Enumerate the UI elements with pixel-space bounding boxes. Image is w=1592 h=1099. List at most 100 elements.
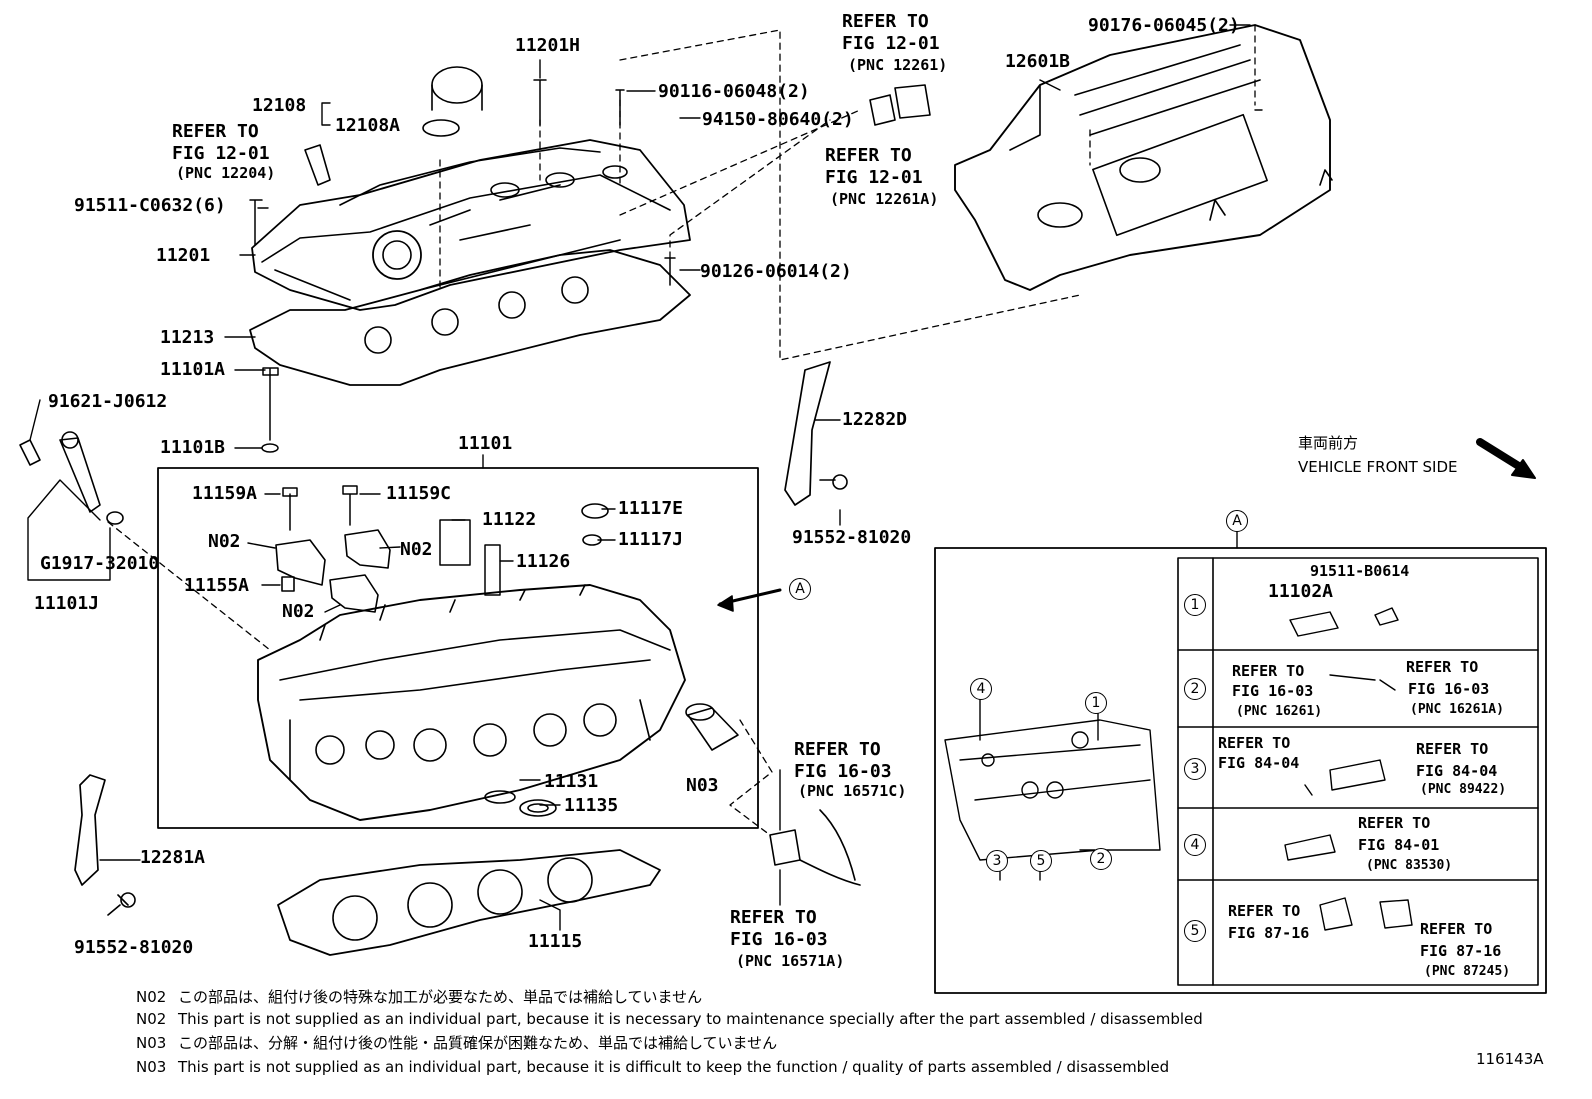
part-91552-right[interactable]: 91552-81020: [792, 527, 912, 548]
detail-marker-4: 4: [970, 678, 992, 700]
head-gasket: [277, 849, 661, 956]
part-12108a[interactable]: 12108A: [335, 115, 401, 136]
row3-right-c[interactable]: (PNC 89422): [1420, 782, 1507, 797]
part-n02-b[interactable]: N02: [400, 539, 433, 560]
ref-5-line1: REFER TO: [730, 907, 817, 928]
detail-marker-3: 3: [986, 850, 1008, 872]
row-5-number: 5: [1184, 920, 1206, 942]
cylinder-head: [257, 584, 686, 821]
cover-gasket: [249, 249, 691, 386]
row-4-number: 4: [1184, 834, 1206, 856]
part-12281a[interactable]: 12281A: [140, 847, 206, 868]
row5-left-a: REFER TO: [1228, 902, 1301, 920]
ref-3-line1: REFER TO: [825, 145, 912, 166]
row5-left-b: FIG 87-16: [1228, 924, 1310, 942]
bearing-caps: [275, 529, 391, 613]
oil-control-valve: [19, 431, 124, 525]
ref-1-pnc[interactable]: (PNC 12204): [176, 164, 276, 182]
row2-left-c[interactable]: (PNC 16261): [1236, 704, 1323, 719]
row-3-number: 3: [1184, 758, 1206, 780]
ref-2-pnc[interactable]: (PNC 12261): [848, 56, 948, 74]
ref-5-line2: FIG 16-03: [730, 929, 828, 950]
part-91511-c0632[interactable]: 91511-C0632(6): [74, 195, 226, 216]
part-g1917[interactable]: G1917-32010: [40, 553, 160, 574]
detail-marker-5: 5: [1030, 850, 1052, 872]
note-code: N03: [136, 1034, 167, 1052]
row2-right-c[interactable]: (PNC 16261A): [1410, 702, 1504, 717]
guide-lines: [107, 24, 1256, 836]
part-n02-a[interactable]: N02: [208, 531, 241, 552]
note-code: N03: [136, 1058, 167, 1076]
part-11122[interactable]: 11122: [482, 509, 537, 530]
vehicle-front-jp: 車両前方: [1298, 434, 1359, 452]
part-11159a[interactable]: 11159A: [192, 483, 258, 504]
row4-right-c[interactable]: (PNC 83530): [1366, 858, 1453, 873]
cylinder-head-cover: [251, 139, 691, 311]
n03-plug: [685, 703, 739, 751]
part-11101j[interactable]: 11101J: [34, 593, 100, 614]
note-text: この部品は、分解・組付け後の性能・品質確保が困難なため、単品では補給していません: [178, 1034, 778, 1052]
part-n03[interactable]: N03: [686, 775, 719, 796]
callout-a-marker[interactable]: A: [789, 578, 811, 600]
part-11101a[interactable]: 11101A: [160, 359, 226, 380]
ring-11117j: [582, 534, 602, 546]
note-code: N02: [136, 1010, 167, 1028]
detail-a-header: A: [1226, 510, 1248, 532]
part-12282d[interactable]: 12282D: [842, 409, 908, 430]
ref-2-line1: REFER TO: [842, 11, 929, 32]
part-11155a[interactable]: 11155A: [184, 575, 250, 596]
ref-5-pnc[interactable]: (PNC 16571A): [736, 952, 845, 970]
detail-parts: [1284, 607, 1413, 931]
ref-1-line2: FIG 12-01: [172, 143, 270, 164]
row5-right-c[interactable]: (PNC 87245): [1424, 964, 1511, 979]
part-11102a[interactable]: 11102A: [1268, 581, 1334, 602]
row2-left-b: FIG 16-03: [1232, 682, 1314, 700]
bracket-12282d: [784, 361, 848, 506]
part-11126[interactable]: 11126: [516, 551, 571, 572]
hose-clamp-bottom: [769, 809, 861, 886]
part-11131[interactable]: 11131: [544, 771, 599, 792]
part-90176[interactable]: 90176-06045(2): [1088, 15, 1240, 36]
part-94150[interactable]: 94150-80640(2): [702, 109, 854, 130]
part-91552-left[interactable]: 91552-81020: [74, 937, 194, 958]
ref-3-pnc[interactable]: (PNC 12261A): [830, 190, 939, 208]
row3-right-a: REFER TO: [1416, 740, 1489, 758]
bracket-12281a: [74, 774, 136, 916]
detail-box: [934, 547, 1547, 994]
note-code: N02: [136, 988, 167, 1006]
ref-4-pnc[interactable]: (PNC 16571C): [798, 782, 907, 800]
part-11101[interactable]: 11101: [458, 433, 513, 454]
part-n02-c[interactable]: N02: [282, 601, 315, 622]
part-91621[interactable]: 91621-J0612: [48, 391, 168, 412]
sensor-12204: [304, 144, 331, 186]
vehicle-front-en: VEHICLE FRONT SIDE: [1298, 458, 1458, 476]
cylinder-head-box: [157, 467, 759, 829]
note-n02-en: N02 This part is not supplied as an indiv…: [136, 1010, 1203, 1028]
ref-1-line1: REFER TO: [172, 121, 259, 142]
part-11101b[interactable]: 11101B: [160, 437, 226, 458]
part-12601b[interactable]: 12601B: [1005, 51, 1071, 72]
part-11201h[interactable]: 11201H: [515, 35, 581, 56]
note-n03-jp: N03 この部品は、分解・組付け後の性能・品質確保が困難なため、単品では補給してい…: [136, 1034, 777, 1052]
part-90116[interactable]: 90116-06048(2): [658, 81, 810, 102]
note-text: This part is not supplied as an individu…: [178, 1010, 1203, 1028]
row-2-number: 2: [1184, 678, 1206, 700]
row4-right-a: REFER TO: [1358, 814, 1431, 832]
part-11117e[interactable]: 11117E: [618, 498, 684, 519]
part-11201[interactable]: 11201: [156, 245, 211, 266]
part-11213[interactable]: 11213: [160, 327, 215, 348]
detail-rows: [1177, 649, 1539, 881]
figure-id: 116143A: [1476, 1050, 1544, 1068]
part-11159c[interactable]: 11159C: [386, 483, 452, 504]
row5-right-a: REFER TO: [1420, 920, 1493, 938]
row3-left-b: FIG 84-04: [1218, 754, 1300, 772]
part-12108[interactable]: 12108: [252, 95, 307, 116]
part-11115[interactable]: 11115: [528, 931, 583, 952]
part-91511-b0614[interactable]: 91511-B0614: [1310, 562, 1410, 580]
part-90126[interactable]: 90126-06014(2): [700, 261, 852, 282]
part-11135[interactable]: 11135: [564, 795, 619, 816]
engine-cover: [954, 24, 1333, 291]
part-11117j[interactable]: 11117J: [618, 529, 684, 550]
detail-head: [944, 694, 1161, 881]
